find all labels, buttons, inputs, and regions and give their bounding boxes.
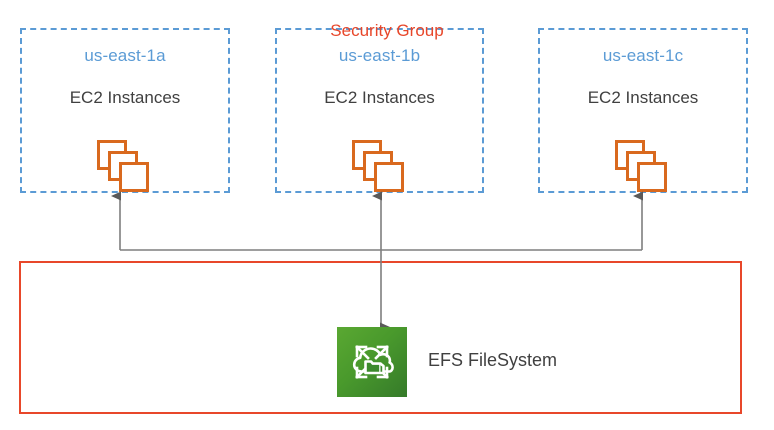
efs-filesystem-icon	[337, 327, 407, 397]
availability-zone-us-east-1a: us-east-1a EC2 Instances	[20, 28, 230, 193]
az-resource-label-us-east-1c: EC2 Instances	[587, 88, 699, 107]
az-label-us-east-1a: us-east-1a	[84, 46, 166, 65]
ec2-square-front	[637, 162, 667, 192]
ec2-instances-icon	[351, 140, 408, 192]
az-resource-label-us-east-1b: EC2 Instances	[324, 88, 435, 107]
ec2-square-front	[373, 162, 404, 192]
availability-zone-us-east-1b: us-east-1b EC2 Instances	[275, 28, 484, 193]
ec2-instances-icon	[615, 140, 671, 192]
ec2-instances-icon	[97, 140, 153, 192]
az-label-us-east-1c: us-east-1c	[602, 46, 684, 65]
security-group-label: Security Group	[330, 21, 444, 40]
efs-filesystem-label: EFS FileSystem	[428, 350, 558, 370]
ec2-square-front	[119, 162, 149, 192]
availability-zone-us-east-1c: us-east-1c EC2 Instances	[538, 28, 748, 193]
az-resource-label-us-east-1a: EC2 Instances	[69, 88, 181, 107]
az-label-us-east-1b: us-east-1b	[338, 46, 421, 65]
